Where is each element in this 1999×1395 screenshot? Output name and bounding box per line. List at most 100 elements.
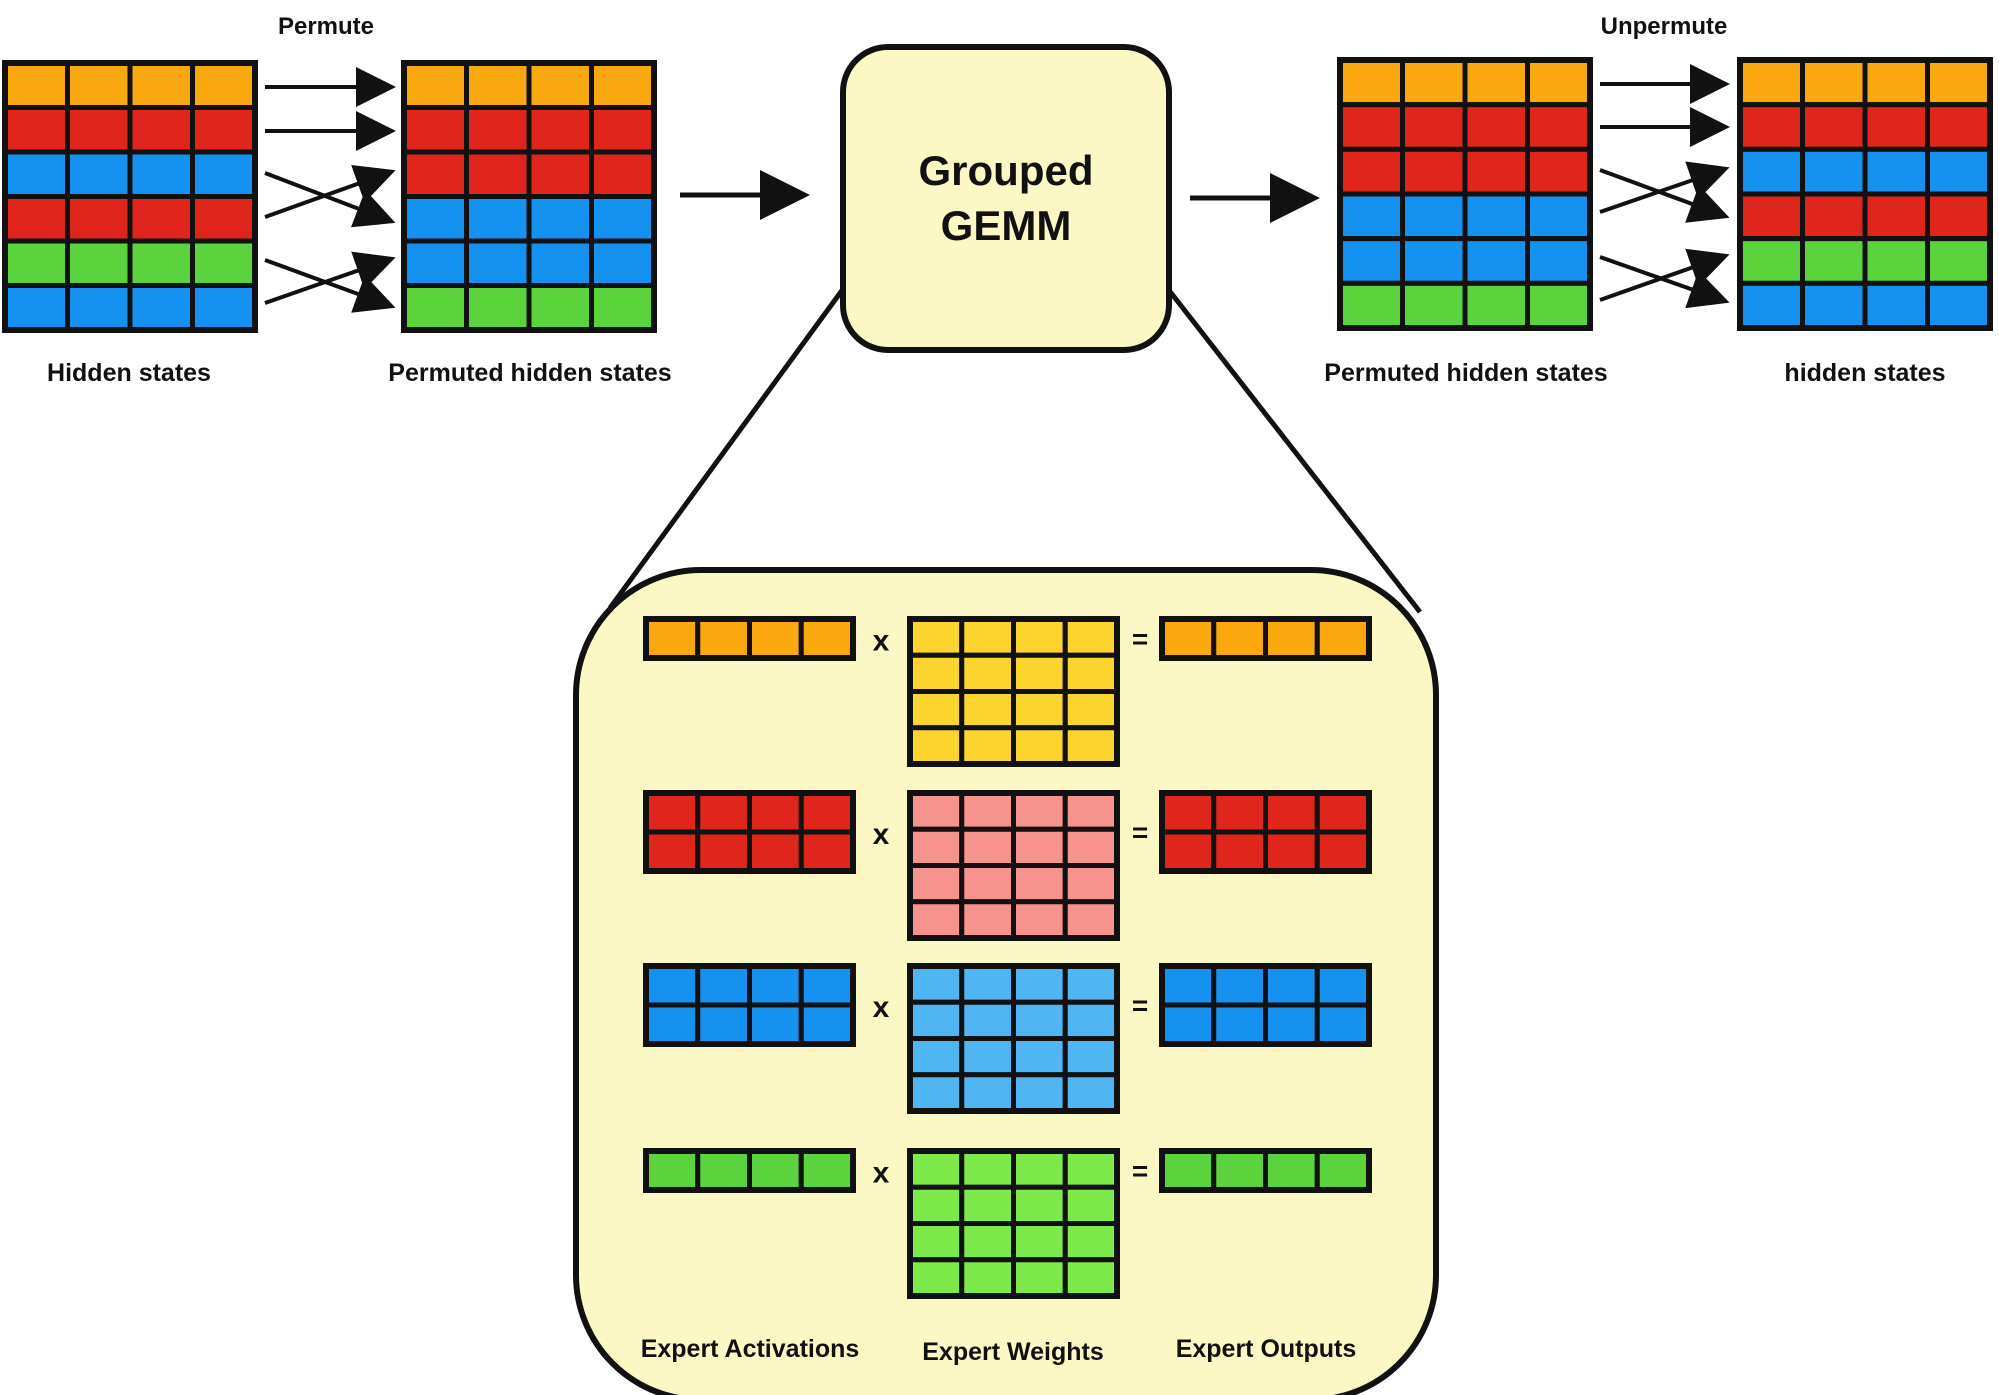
output-hidden-states-cell-r1-c4	[1925, 57, 1993, 108]
zoom-line-right	[1166, 287, 1422, 614]
expert-green-outputs-cell-r1-c2	[1211, 1148, 1268, 1193]
expert-green-activations-cell-r1-c3	[747, 1148, 804, 1193]
output-hidden-states-cell-r2-c3	[1862, 102, 1930, 152]
expert-red-activations-cell-r2-c4	[798, 829, 856, 874]
expert-blue-outputs-cell-r1-c3	[1263, 963, 1320, 1008]
permuted-left-cell-r4-c4	[589, 194, 657, 244]
output-hidden-states-cell-r2-c1	[1737, 102, 1805, 152]
expert-green-weights-border	[907, 1148, 1120, 1299]
expert-red-outputs-border	[1159, 790, 1372, 874]
expert-green-weights-cell-r4-c2	[959, 1257, 1016, 1299]
expert-green-weights-cell-r4-c1	[907, 1257, 965, 1299]
permuted-right-cell-r6-c1	[1337, 280, 1405, 331]
expert-blue-activations-cell-r1-c3	[747, 963, 804, 1008]
output-hidden-states-cell-r6-c2	[1800, 280, 1868, 331]
zoom-line-left	[607, 287, 846, 610]
permuted-left-cell-r2-c2	[464, 105, 532, 155]
expert-orange-activations-cell-r1-c3	[747, 616, 804, 661]
permuted-hidden-states-label-right: Permuted hidden states	[1324, 359, 1607, 387]
output-hidden-states-cell-r3-c2	[1800, 146, 1868, 197]
expert-row-orange: x=	[643, 616, 1372, 767]
permuted-right-cell-r6-c3	[1462, 280, 1530, 331]
expert-red-activations-cell-r1-c3	[747, 790, 804, 835]
expert-green-outputs-cell-r1-c4	[1314, 1148, 1372, 1193]
expert-green-weights-cell-r3-c3	[1011, 1221, 1068, 1263]
permuted-right-cell-r6-c2	[1400, 280, 1468, 331]
permuted-right-cell-r6-c4	[1525, 280, 1593, 331]
expert-orange-activations-cell-r1-c4	[798, 616, 856, 661]
permuted-right-cell-r2-c4	[1525, 102, 1593, 152]
expert-orange-weights-cell-r2-c2	[959, 652, 1016, 694]
expert-green-outputs-cell-r1-c3	[1263, 1148, 1320, 1193]
expert-orange-activations-cell-r1-c1	[643, 616, 701, 661]
expert-red-weights-cell-r4-c3	[1011, 899, 1068, 941]
hidden-states-cell-r2-c4	[190, 105, 258, 155]
expert-red-outputs-cell-r1-c4	[1314, 790, 1372, 835]
expert-orange-weights-cell-r1-c4	[1062, 616, 1120, 658]
hidden-states-cell-r5-c2	[65, 238, 133, 288]
output-hidden-states-cell-r5-c3	[1862, 236, 1930, 286]
permuted-left-cell-r5-c4	[589, 238, 657, 288]
expert-orange-outputs-border	[1159, 616, 1372, 661]
unpermute-arrow-row4	[1599, 161, 1730, 214]
expert-blue-outputs-cell-r1-c1	[1159, 963, 1217, 1008]
equals-symbol: =	[1132, 817, 1148, 848]
expert-orange-weights-cell-r3-c1	[907, 689, 965, 731]
expert-green-weights-cell-r2-c3	[1011, 1184, 1068, 1226]
expert-green-activations-cell-r1-c1	[643, 1148, 701, 1193]
expert-green-outputs-border	[1159, 1148, 1372, 1193]
expert-blue-activations-cell-r2-c3	[747, 1002, 804, 1047]
expert-orange-weights-cell-r4-c4	[1062, 725, 1120, 767]
expert-orange-weights-cell-r4-c3	[1011, 725, 1068, 767]
output-hidden-states-cell-r4-c2	[1800, 191, 1868, 242]
expert-blue-weights-cell-r3-c2	[959, 1036, 1016, 1078]
expert-red-weights-cell-r3-c2	[959, 863, 1016, 905]
permuted-left-cell-r6-c2	[464, 283, 532, 333]
expert-blue-activations-cell-r2-c1	[643, 1002, 701, 1047]
expert-blue-outputs-cell-r1-c4	[1314, 963, 1372, 1008]
permuted-left-cell-r4-c1	[401, 194, 469, 244]
expert-red-activations-cell-r1-c1	[643, 790, 701, 835]
expert-blue-outputs-cell-r2-c2	[1211, 1002, 1268, 1047]
expert-green-activations-border	[643, 1148, 856, 1193]
expert-blue-weights-cell-r1-c1	[907, 963, 965, 1005]
expert-red-weights-cell-r2-c1	[907, 826, 965, 868]
equals-symbol: =	[1132, 1156, 1148, 1187]
permuted-right-cell-r1-c1	[1337, 57, 1405, 108]
expert-blue-outputs-cell-r2-c1	[1159, 1002, 1217, 1047]
hidden-states-cell-r4-c3	[127, 194, 195, 244]
expert-red-activations-cell-r2-c1	[643, 829, 701, 874]
hidden-states-cell-r1-c4	[190, 60, 258, 110]
permuted-left-cell-r3-c3	[526, 149, 594, 199]
hidden-states-matrix	[2, 60, 258, 333]
output-hidden-states-cell-r5-c1	[1737, 236, 1805, 286]
expert-red-outputs-cell-r1-c1	[1159, 790, 1217, 835]
expert-blue-weights-cell-r1-c2	[959, 963, 1016, 1005]
permuted-right-cell-r4-c1	[1337, 191, 1405, 242]
output-hidden-states-cell-r4-c1	[1737, 191, 1805, 242]
expert-orange-weights-cell-r1-c1	[907, 616, 965, 658]
expert-orange-weights-cell-r2-c3	[1011, 652, 1068, 694]
expert-blue-weights-cell-r2-c1	[907, 999, 965, 1041]
permuted-right-cell-r2-c3	[1462, 102, 1530, 152]
expert-blue-weights-cell-r1-c3	[1011, 963, 1068, 1005]
expert-orange-outputs-cell-r1-c4	[1314, 616, 1372, 661]
times-symbol: x	[873, 1157, 890, 1190]
permute-label: Permute	[278, 13, 374, 40]
expert-green-weights-cell-r3-c1	[907, 1221, 965, 1263]
expert-red-weights-cell-r1-c3	[1011, 790, 1068, 832]
output-hidden-states-matrix	[1737, 57, 1993, 331]
permuted-hidden-states-matrix-right	[1337, 57, 1593, 331]
permuted-right-cell-r5-c3	[1462, 236, 1530, 286]
permuted-right-cell-r3-c1	[1337, 146, 1405, 197]
expert-activations-label: Expert Activations	[641, 1335, 860, 1363]
output-hidden-states-cell-r3-c4	[1925, 146, 1993, 197]
expert-orange-weights-cell-r1-c2	[959, 616, 1016, 658]
grouped-gemm-title-line1: Grouped	[919, 147, 1094, 194]
unpermute-arrows	[1599, 64, 1730, 309]
expert-orange-weights-cell-r3-c3	[1011, 689, 1068, 731]
expert-red-weights-cell-r3-c1	[907, 863, 965, 905]
expert-blue-weights-cell-r4-c1	[907, 1072, 965, 1114]
expert-orange-activations-border	[643, 616, 856, 661]
